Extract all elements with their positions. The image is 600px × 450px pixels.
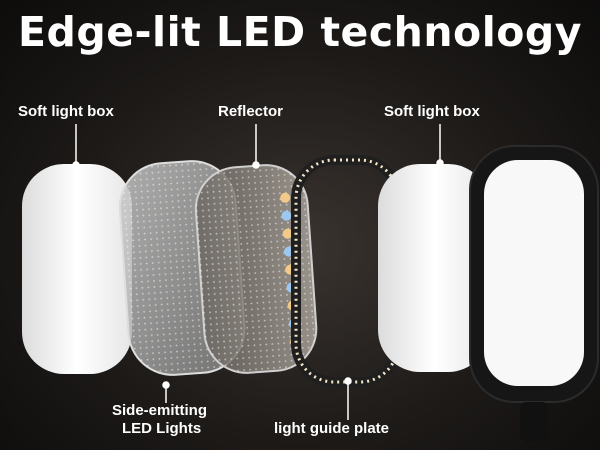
label-side-emitting-line2: LED Lights	[122, 420, 202, 437]
callout-lines	[72, 124, 444, 420]
label-soft-light-box-left: Soft light box	[18, 103, 114, 120]
label-reflector: Reflector	[218, 103, 284, 120]
page-title: Edge-lit LED technology	[18, 8, 582, 56]
label-side-emitting-line1: Side-emitting	[112, 402, 208, 419]
assembled-light-panel	[469, 145, 599, 442]
label-light-guide-plate: light guide plate	[274, 420, 389, 437]
label-soft-light-box-right: Soft light box	[384, 103, 480, 120]
reflector-panel	[194, 164, 318, 374]
stand-mount	[520, 402, 548, 442]
soft-light-box-right	[378, 164, 490, 372]
soft-light-box-left	[22, 164, 132, 374]
